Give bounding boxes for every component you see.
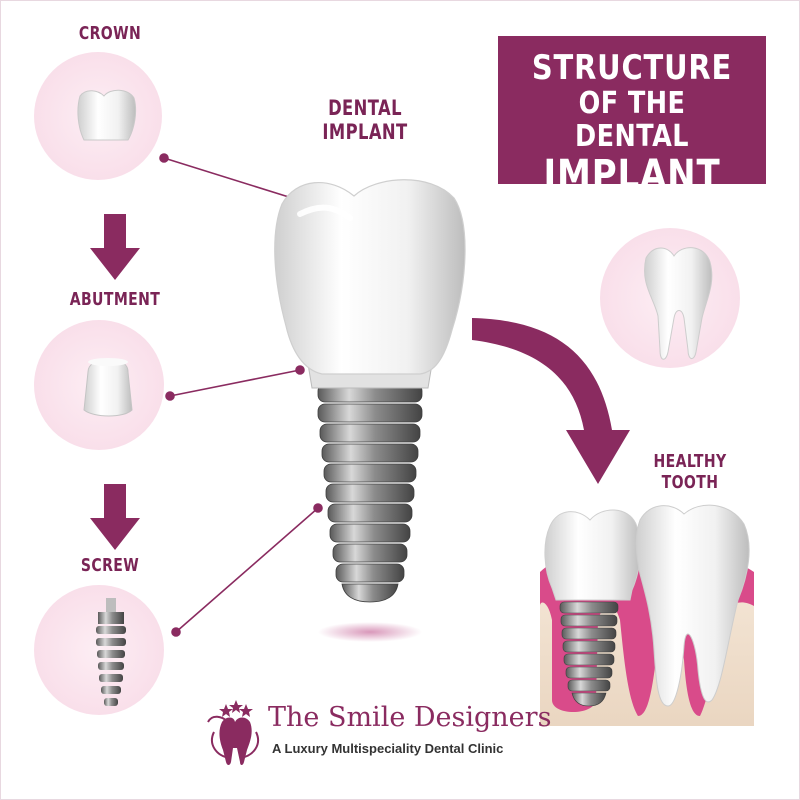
brand-tagline: A Luxury Multispeciality Dental Clinic: [272, 741, 504, 756]
crown-icon: [77, 89, 137, 141]
dental-implant-label-line1: DENTAL: [328, 96, 402, 120]
brand-name: The Smile Designers: [268, 702, 552, 733]
logo-tooth-icon: [207, 700, 259, 765]
abutment-icon: [83, 358, 133, 417]
healthy-tooth-label-line1: HEALTHY: [653, 451, 727, 472]
curved-arrow-icon: [472, 318, 630, 484]
dental-implant-label-line2: IMPLANT: [322, 120, 408, 145]
abutment-label: ABUTMENT: [69, 289, 161, 310]
title-box: STRUCTURE OF THE DENTAL IMPLANT: [498, 36, 766, 197]
healthy-tooth-label-line2: TOOTH: [661, 471, 719, 493]
title-line2: OF THE DENTAL: [575, 86, 689, 155]
arrow-down-icon: [90, 214, 140, 280]
arrow-down-icon: [90, 484, 140, 550]
main-implant-icon: [274, 179, 466, 642]
dental-implant-label: DENTAL IMPLANT: [322, 96, 408, 144]
tooth-icon: [644, 247, 713, 360]
healthy-tooth-label: HEALTHY TOOTH: [647, 451, 733, 493]
screw-label: SCREW: [80, 555, 140, 576]
screw-icon: [96, 598, 126, 706]
crown-label: CROWN: [78, 23, 142, 44]
comparison-scene: [540, 504, 754, 726]
screw-circle: [34, 585, 164, 715]
title-line3: IMPLANT: [543, 152, 721, 199]
title-line1: STRUCTURE: [531, 48, 733, 88]
